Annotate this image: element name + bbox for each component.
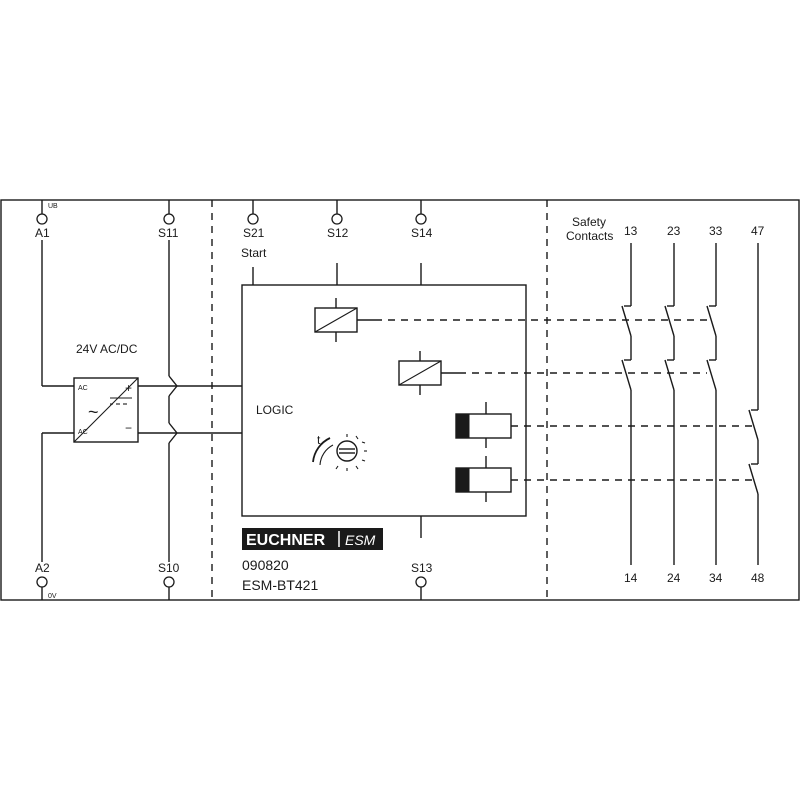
start-label: Start: [241, 246, 267, 260]
converter-ac-bottom: AC: [78, 429, 88, 436]
terminal-label-s14: S14: [411, 226, 433, 240]
safety-contact-13-14: [621, 243, 632, 565]
terminal-a1: [36, 200, 74, 387]
terminal-a2: [36, 432, 74, 600]
contact-label-34: 34: [709, 571, 723, 585]
safety-title-line2: Contacts: [566, 229, 613, 243]
terminal-label-s11: S11: [158, 226, 179, 240]
supply-label: 24V AC/DC: [76, 342, 138, 356]
terminal-s10: [163, 422, 178, 600]
terminal-s12: [331, 200, 343, 285]
contact-label-47: 47: [751, 224, 765, 238]
brand-series: ESM: [345, 532, 376, 548]
terminal-label-s10: S10: [158, 561, 180, 575]
terminal-label-ub: UB: [48, 203, 58, 210]
relay-coil-k2: [398, 351, 459, 395]
converter-plus: +: [125, 381, 132, 395]
terminal-label-s21: S21: [243, 226, 265, 240]
safety-contact-33-34: [706, 243, 717, 565]
contact-label-23: 23: [667, 224, 681, 238]
terminal-s13: [415, 516, 427, 600]
logic-box: [241, 284, 527, 517]
contact-label-24: 24: [667, 571, 681, 585]
brand-name: EUCHNER: [246, 532, 326, 549]
contact-label-13: 13: [624, 224, 638, 238]
logic-label: LOGIC: [256, 403, 294, 417]
safety-title-line1: Safety: [572, 215, 606, 229]
contact-label-48: 48: [751, 571, 765, 585]
contact-label-14: 14: [624, 571, 638, 585]
euchner-logo: EUCHNER ESM: [242, 528, 383, 550]
order-number: 090820: [242, 557, 289, 573]
terminal-label-0v: 0V: [48, 593, 57, 600]
relay-coil-k3-delayed: [455, 402, 512, 448]
model-number: ESM-BT421: [242, 577, 318, 593]
terminal-s14: [415, 200, 427, 285]
contact-label-33: 33: [709, 224, 723, 238]
terminal-s11: [163, 200, 178, 423]
terminal-s21: [247, 200, 259, 285]
power-converter: [73, 377, 139, 443]
converter-minus: −: [125, 421, 132, 435]
timer-adjust-icon: [312, 434, 367, 471]
safety-contact-23-24: [664, 243, 675, 565]
timer-label: t: [317, 433, 321, 447]
converter-tilde: ~: [88, 402, 99, 422]
diagram-frame: [0, 199, 800, 601]
terminal-label-a2: A2: [35, 561, 50, 575]
safety-contact-47-48-delayed: [748, 243, 759, 565]
relay-coil-k4-delayed: [455, 456, 512, 502]
relay-coil-k1: [314, 298, 375, 342]
converter-ac-top: AC: [78, 385, 88, 392]
terminal-label-s12: S12: [327, 226, 349, 240]
terminal-label-s13: S13: [411, 561, 433, 575]
terminal-label-a1: A1: [35, 226, 50, 240]
